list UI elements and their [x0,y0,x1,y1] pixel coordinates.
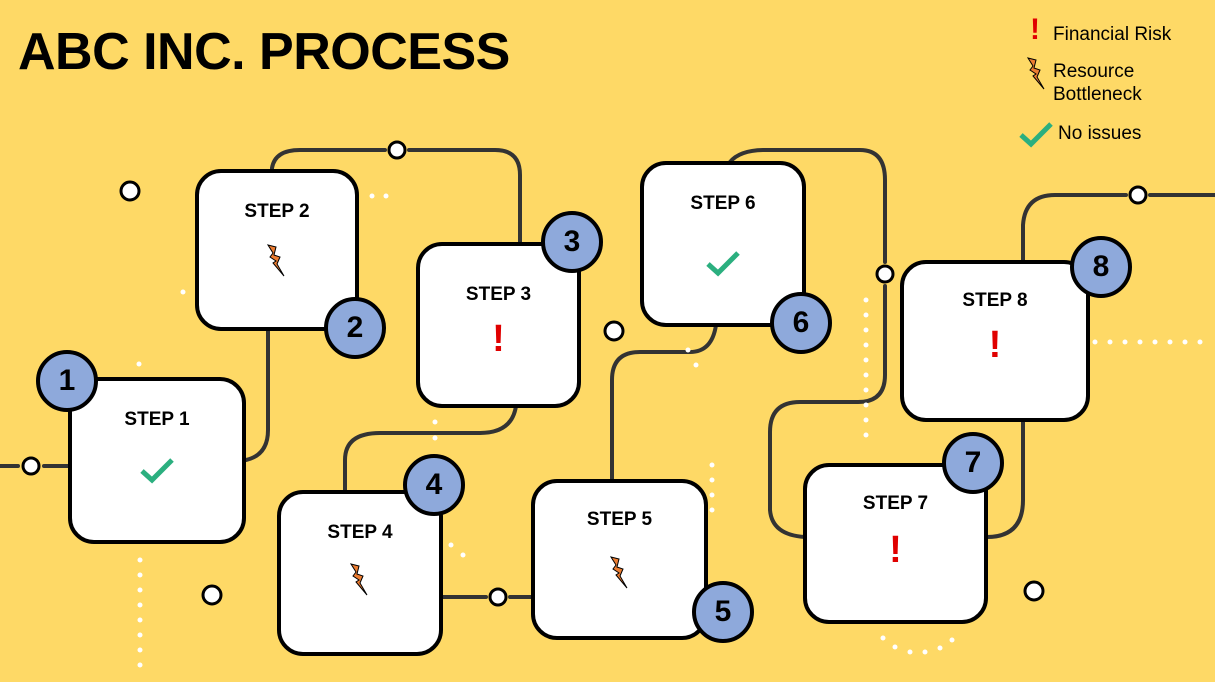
page-title: ABC INC. PROCESS [18,23,510,81]
connector-8-exit-a [1021,193,1128,264]
step-label: STEP 6 [690,193,756,214]
node-dot [387,140,407,160]
step-1-badge: 1 [36,350,98,412]
node-dot [875,264,895,284]
connector-3-4 [343,404,518,494]
legend-financial-risk: Financial Risk [1053,24,1172,45]
step-label: STEP 3 [465,284,532,305]
legend-no-issues: No issues [1058,123,1142,144]
exclamation-icon: ! [988,324,1002,366]
step-label: STEP 5 [586,509,653,530]
step-2-badge: 2 [324,297,386,359]
exclamation-icon: ! [889,529,902,571]
deco-dot [603,320,625,342]
node-dot [1128,185,1148,205]
step-2-box[interactable]: STEP 2 [195,169,359,331]
deco-dot [201,584,223,606]
step-label: STEP 1 [124,409,190,430]
legend-resource-line: Resource [1053,61,1135,82]
connector-2-3b [407,148,522,245]
step-label: STEP 4 [327,522,393,543]
exclamation-icon: ! [492,318,505,360]
step-4-box[interactable]: STEP 4 [277,490,443,656]
legend-bottleneck-line: Bottleneck [1053,84,1142,105]
step-7-badge: 7 [942,432,1004,494]
financial-risk-legend-icon: ! [1030,13,1040,46]
connector-1-2 [244,328,270,462]
step-6-box[interactable]: STEP 6 [640,161,806,327]
step-8-badge: 8 [1070,236,1132,298]
check-legend-icon [1018,120,1054,154]
lightning-icon [199,243,355,284]
step-5-box[interactable]: STEP 5 [531,479,708,640]
step-label: STEP 7 [862,493,929,514]
lightning-legend-icon [1025,56,1049,98]
deco-dot [119,180,141,202]
connector-2-3a [270,148,387,172]
check-icon [644,249,802,282]
step-label: STEP 2 [244,201,310,222]
step-8-box[interactable]: STEP 8 ! [900,260,1090,422]
connector-6-7b [768,284,887,539]
legend-resource-bottleneck: Resource Bottleneck [1053,60,1142,106]
deco-dot [1023,580,1045,602]
connector-5-6 [610,323,718,482]
lightning-icon [535,555,704,596]
step-3-badge: 3 [541,211,603,273]
lightning-icon [281,562,439,603]
step-6-badge: 6 [770,292,832,354]
step-1-box[interactable]: STEP 1 [68,377,246,544]
step-3-box[interactable]: STEP 3 ! [416,242,581,408]
step-label: STEP 8 [962,290,1028,311]
node-dot [488,587,508,607]
step-5-badge: 5 [692,581,754,643]
step-4-badge: 4 [403,454,465,516]
connector-7-8 [985,418,1025,539]
node-dot [21,456,41,476]
connector-6-7a [728,148,887,264]
check-icon [72,456,242,489]
